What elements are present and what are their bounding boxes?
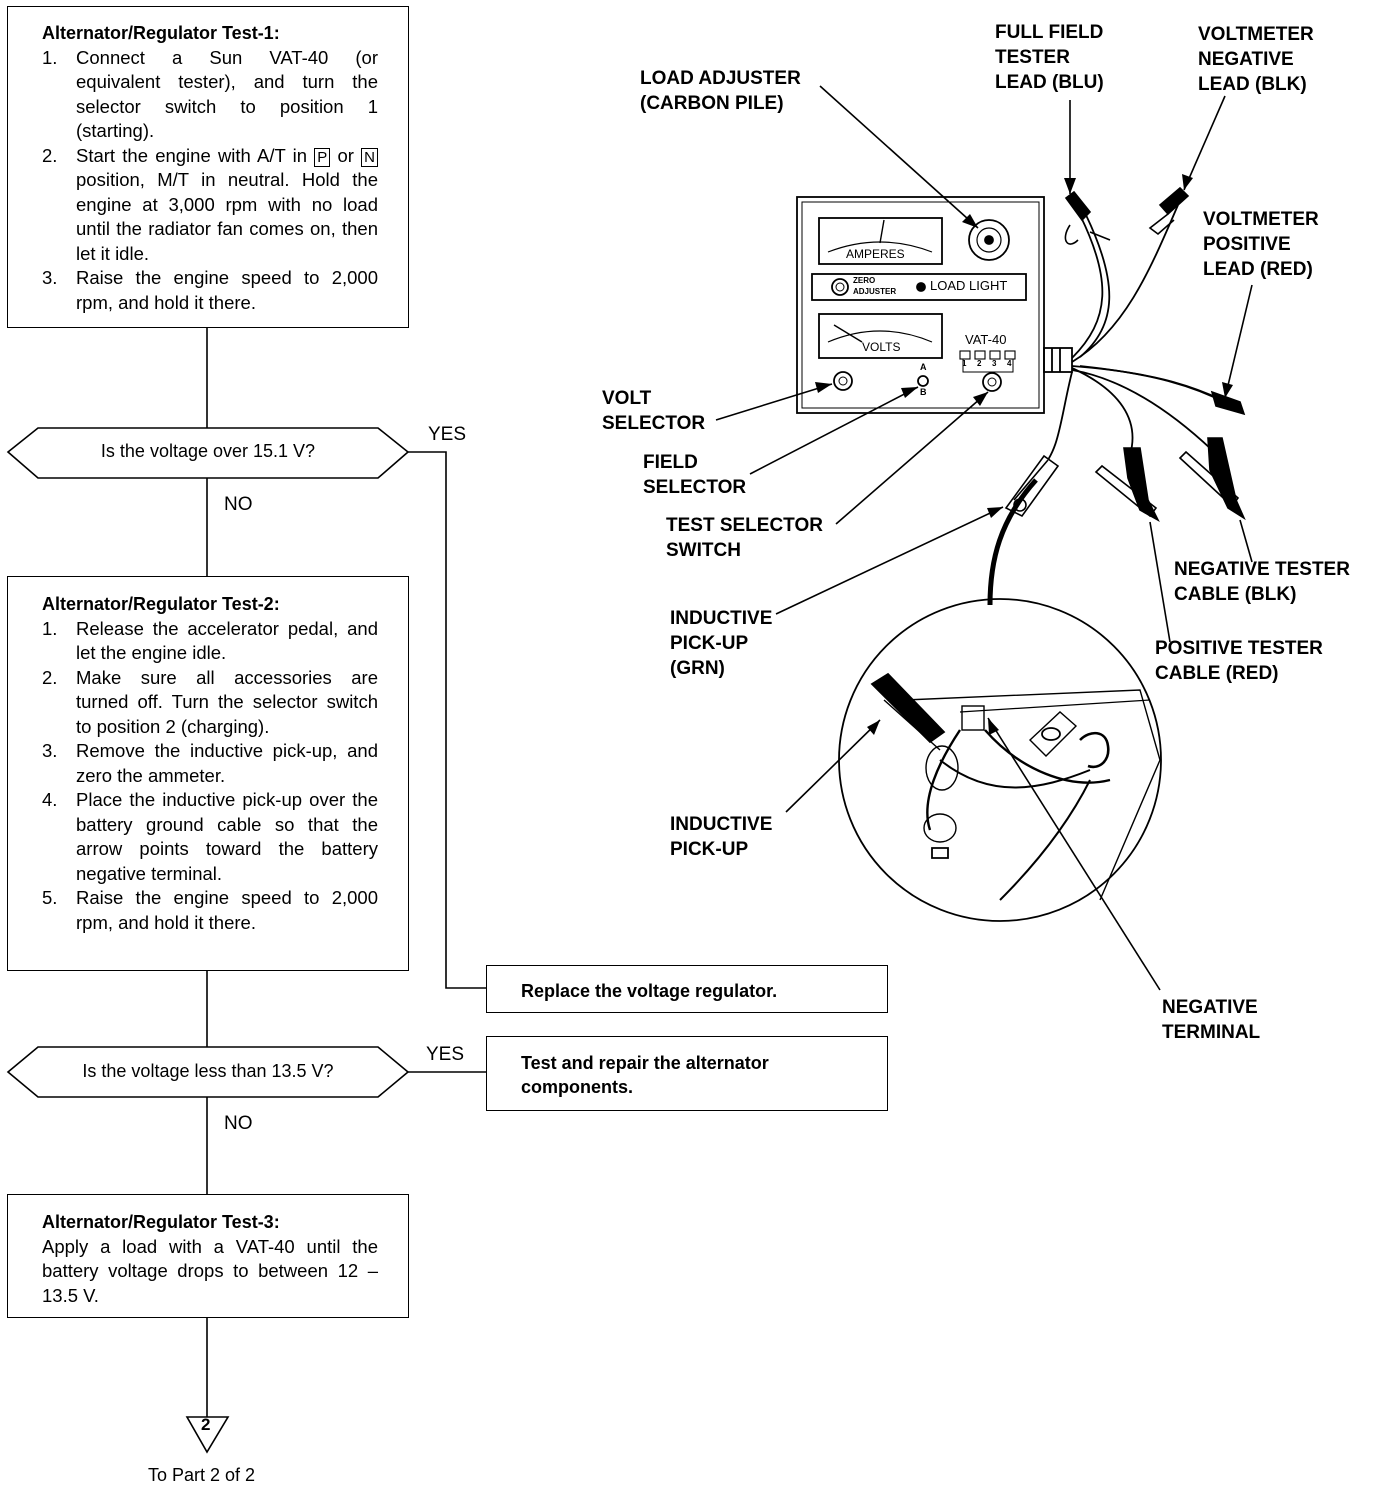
callout-volt-neg: VOLTMETER NEGATIVE LEAD (BLK) (1198, 24, 1314, 95)
callout-full-field: FULL FIELD TESTER LEAD (BLU) (995, 22, 1104, 93)
model-label: VAT-40 (965, 332, 1007, 347)
test3-title: Alternator/Regulator Test-3: (42, 1212, 280, 1232)
connector-number: 2 (201, 1415, 211, 1434)
leader-lines (715, 85, 1253, 991)
voltmeter (818, 313, 943, 359)
position-2: 2 (977, 359, 982, 368)
full-field-clip (1064, 190, 1092, 222)
pos-cable-clamp (1123, 447, 1160, 522)
test2-steps: 1.Release the accelerator pedal, and let… (42, 617, 378, 936)
decision2-question: Is the voltage less than 13.5 V? (82, 1061, 334, 1081)
decision1-no: NO (224, 494, 253, 515)
decision-shape (6, 1046, 410, 1098)
callout-load-adjuster: LOAD ADJUSTER (CARBON PILE) (640, 68, 801, 114)
test1-box: Alternator/Regulator Test-1: 1.Connect a… (7, 6, 409, 328)
list-item: 1.Connect a Sun VAT-40 (or equivalent te… (42, 46, 378, 142)
connector-caption: To Part 2 of 2 (148, 1465, 256, 1485)
volt-pos-clip (1210, 390, 1246, 416)
flow-line (408, 451, 486, 989)
result1-box: Replace the voltage regulator. (486, 965, 888, 1013)
ammeter-label: AMPERES (846, 247, 905, 261)
field-position-b: B (920, 387, 927, 397)
zero-adjuster-knob (831, 278, 849, 296)
list-item: 3.Remove the inductive pick-up, and zero… (42, 740, 378, 786)
list-item: 2.Start the engine with A/T in P or N po… (42, 144, 378, 264)
decision2-yes: YES (426, 1044, 465, 1065)
park-key: P (314, 147, 331, 167)
callout-inductive-grn: INDUCTIVE PICK-UP (GRN) (670, 608, 773, 679)
load-light (916, 282, 926, 292)
decision1-yes: YES (428, 424, 467, 445)
test-selector-knob (982, 372, 1002, 392)
list-item: 2.Make sure all accessories are turned o… (42, 666, 378, 737)
volt-selector-knob (833, 371, 853, 391)
position-3: 3 (992, 359, 997, 368)
callout-volt-selector: VOLT SELECTOR (602, 388, 706, 434)
volt-neg-clip (1158, 186, 1190, 216)
neg-cable-clamp (1207, 437, 1246, 521)
load-light-label: LOAD LIGHT (930, 278, 1008, 293)
callout-neg-cable: NEGATIVE TESTER CABLE (BLK) (1174, 559, 1350, 605)
tester-cables (1039, 204, 1227, 471)
tester-body (796, 196, 1073, 414)
result1-text: Replace the voltage regulator. (521, 981, 778, 1001)
decision-shape (6, 427, 410, 479)
battery-closeup (838, 598, 1162, 922)
result2-box: Test and repair the alternator component… (486, 1036, 888, 1111)
list-item: 1.Release the accelerator pedal, and let… (42, 617, 378, 664)
position-4: 4 (1007, 359, 1012, 368)
field-selector-knob (917, 375, 929, 387)
list-item: 3.Raise the engine speed to 2,000 rpm, a… (42, 267, 378, 313)
voltmeter-label: VOLTS (862, 340, 901, 354)
arrow-heads (815, 174, 1233, 735)
test2-box: Alternator/Regulator Test-2: 1.Release t… (7, 576, 409, 971)
test3-text: Apply a load with a VAT-40 until the bat… (42, 1235, 378, 1306)
test1-steps: 1.Connect a Sun VAT-40 (or equivalent te… (42, 46, 378, 316)
callout-volt-pos: VOLTMETER POSITIVE LEAD (RED) (1203, 209, 1319, 280)
callout-test-selector: TEST SELECTOR SWITCH (666, 515, 823, 561)
callout-pos-cable: POSITIVE TESTER CABLE (RED) (1155, 638, 1323, 684)
decision2-no: NO (224, 1113, 253, 1134)
test1-title: Alternator/Regulator Test-1: (42, 23, 280, 43)
position-1: 1 (962, 359, 967, 368)
field-position-a: A (920, 362, 927, 372)
test2-title: Alternator/Regulator Test-2: (42, 594, 280, 614)
test3-box: Alternator/Regulator Test-3: Apply a loa… (7, 1194, 409, 1318)
list-item: 5.Raise the engine speed to 2,000 rpm, a… (42, 887, 378, 933)
load-adjuster-knob (968, 219, 1010, 261)
result2-text: Test and repair the alternator component… (521, 1053, 769, 1097)
zero-adjuster-label-2: ADJUSTER (853, 287, 897, 296)
neutral-key: N (361, 147, 378, 167)
callout-field-selector: FIELD SELECTOR (643, 452, 747, 498)
connector-triangle (185, 1416, 230, 1454)
callout-inductive: INDUCTIVE PICK-UP (670, 814, 773, 860)
zero-adjuster-label-1: ZERO (853, 276, 876, 285)
list-item: 4.Place the inductive pick-up over the b… (42, 789, 378, 884)
ammeter (818, 217, 943, 265)
decision1-question: Is the voltage over 15.1 V? (100, 441, 316, 461)
callout-neg-terminal: NEGATIVE TERMINAL (1162, 997, 1261, 1043)
